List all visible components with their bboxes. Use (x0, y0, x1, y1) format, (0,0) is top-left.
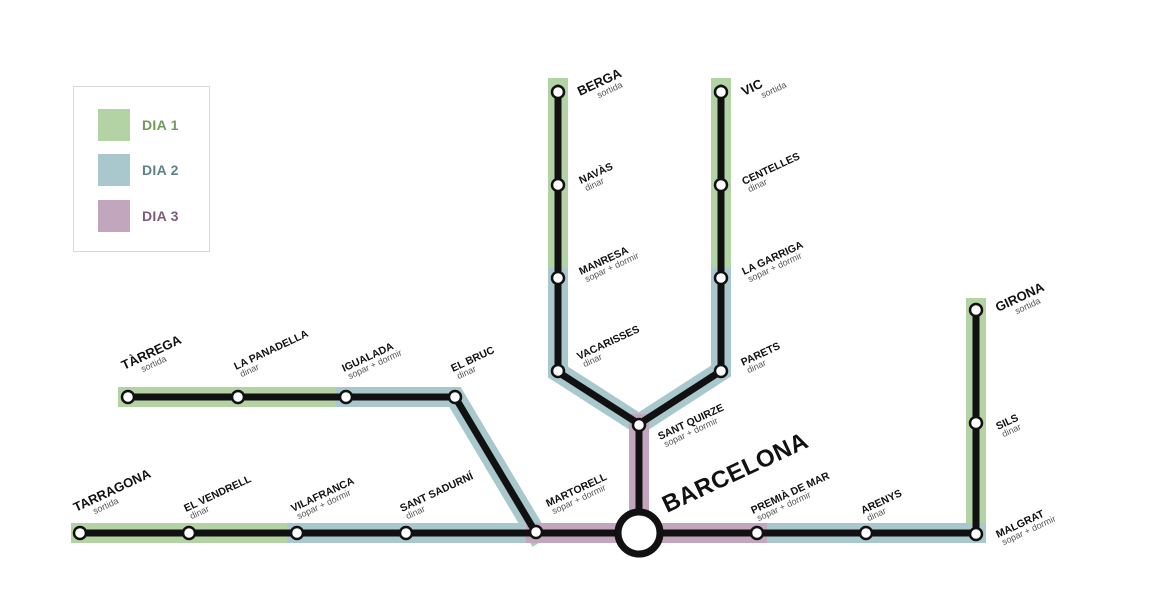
station-marker (550, 177, 566, 193)
station-marker (713, 177, 729, 193)
station-marker (550, 270, 566, 286)
legend-item-dia1: DIA 1 (98, 109, 179, 141)
station-marker (447, 389, 463, 405)
legend-label: DIA 1 (142, 117, 179, 133)
station-name: LA PANADELLA (232, 328, 310, 373)
station-marker (713, 270, 729, 286)
station-name: PREMIÀ DE MAR (749, 469, 832, 517)
station-marker (550, 363, 566, 379)
hub-circle (614, 508, 664, 558)
legend-label: DIA 2 (142, 162, 179, 178)
station-marker (713, 84, 729, 100)
legend-swatch-dia3 (98, 200, 130, 232)
band-segment-day2 (625, 268, 731, 438)
station-name: SANT SADURNÍ (398, 469, 476, 515)
day-bands (71, 78, 986, 547)
station-marker (968, 526, 984, 542)
legend-label: DIA 3 (142, 208, 179, 224)
legend-swatch-dia1 (98, 109, 130, 141)
station-marker (72, 525, 88, 541)
station-name: EL VENDRELL (182, 473, 254, 515)
legend-item-dia3: DIA 3 (98, 200, 179, 232)
station-marker (338, 389, 354, 405)
station-name: VACARISSES (575, 323, 641, 362)
station-marker (230, 389, 246, 405)
legend: DIA 1 DIA 2 DIA 3 (73, 86, 210, 252)
legend-item-dia2: DIA 2 (98, 154, 179, 186)
station-marker (528, 524, 544, 540)
station-marker (968, 415, 984, 431)
station-marker (631, 417, 647, 433)
legend-swatch-dia2 (98, 154, 130, 186)
station-marker (398, 525, 414, 541)
station-marker (968, 302, 984, 318)
station-marker (749, 525, 765, 541)
band-segment-day2 (336, 387, 550, 547)
station-name: CENTELLES (740, 150, 802, 187)
station-activity: sortida (759, 80, 788, 100)
line-berga (554, 84, 643, 537)
station-marker (289, 525, 305, 541)
station-marker (120, 389, 136, 405)
station-marker (181, 525, 197, 541)
station-marker (858, 525, 874, 541)
route-tracks (77, 84, 980, 537)
station-marker (550, 84, 566, 100)
station-marker (713, 363, 729, 379)
